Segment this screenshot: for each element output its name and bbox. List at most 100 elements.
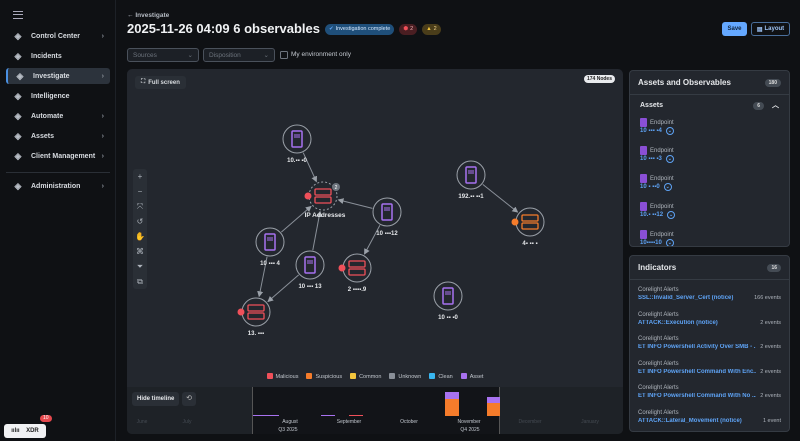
timeline-bar[interactable] (253, 415, 279, 416)
pan-hand-icon[interactable]: ✋ (135, 232, 145, 241)
undo-icon[interactable]: ↺ (136, 217, 144, 226)
sidebar-item-label: Client Management (31, 152, 96, 160)
indicator-event-count: 2 events (760, 393, 781, 399)
hide-timeline-button[interactable]: Hide timeline (132, 392, 180, 406)
legend-swatch (389, 373, 396, 379)
chevron-down-icon[interactable]: ⌄ (663, 183, 672, 191)
legend-item: Common (350, 373, 381, 380)
malicious-count: 2 (410, 26, 414, 32)
malicious-observable-node[interactable]: 2 ▪▪▪▪.9 (338, 253, 372, 293)
back-label: Investigate (135, 12, 170, 19)
zoom-in-icon[interactable]: + (137, 172, 143, 181)
timeline-bar[interactable] (487, 397, 500, 416)
indicator-name[interactable]: ET INFO Powershell Activity Over SMB - .… (638, 344, 757, 350)
quarter-label-q3: Q3 2025 (278, 427, 298, 433)
suspicious-observable-node[interactable]: 4▪ ▪▪ ▪ (511, 207, 545, 247)
indicator-name[interactable]: ET INFO Powershell Command With No ... (638, 393, 757, 399)
indicator-name[interactable]: ATTACK::Execution (notice) (638, 319, 718, 326)
chevron-down-icon[interactable]: ⌄ (665, 155, 674, 163)
sidebar-item-control-center[interactable]: ◈Control Center› (6, 28, 110, 44)
investigate-icon: ◈ (16, 71, 24, 81)
asset-node[interactable]: 192.▪▪ ▪▪1 (456, 160, 486, 200)
automate-icon: ◈ (14, 111, 22, 121)
sources-select[interactable]: Sources⌄ (127, 48, 199, 62)
graph-edge (302, 152, 318, 183)
endpoint-icon (640, 174, 647, 183)
chevron-up-icon[interactable]: ︿ (772, 102, 779, 109)
sidebar-item-label: Investigate (33, 72, 70, 80)
sidebar-item-investigate[interactable]: ◈ Investigate › (6, 68, 110, 84)
asset-node[interactable]: 10 ▪▪▪ 13 (295, 250, 325, 290)
sidebar-item-assets[interactable]: ◈Assets› (6, 128, 110, 144)
layout-button[interactable]: ▤Layout (751, 22, 790, 36)
skull-icon (338, 264, 346, 272)
indicator-name[interactable]: SSL::Invalid_Server_Cert (notice) (638, 295, 734, 301)
asset-node[interactable]: 10.▪▪ ▪0 (282, 124, 312, 164)
warning-count: 2 (433, 26, 437, 32)
asset-value[interactable]: 10▪▪▪▪10 (640, 240, 662, 246)
chevron-right-icon: › (101, 72, 104, 80)
lasso-icon[interactable]: ⧉ (137, 277, 143, 286)
indicator-source: Corelight Alerts (638, 287, 679, 293)
sidebar-item-incidents[interactable]: ◈Incidents (6, 48, 110, 64)
timeline-bar[interactable] (445, 392, 459, 416)
save-button[interactable]: Save (722, 22, 747, 36)
chevron-right-icon: › (101, 182, 104, 190)
chevron-down-icon[interactable]: ⌄ (667, 211, 676, 219)
graph-canvas[interactable]: 10.▪▪ ▪0 10 ▪▪▪12 10 ▪▪▪ 4 10 ▪▪▪ 13 2 ▪▪▪▪.… (127, 69, 623, 369)
full-screen-label: Full screen (148, 79, 180, 86)
full-screen-button[interactable]: ⛶Full screen (135, 76, 186, 89)
timeline-bar[interactable] (321, 415, 335, 416)
graph-edge (364, 224, 381, 255)
asset-node[interactable]: 10 ▪▪▪12 (372, 197, 402, 237)
asset-node[interactable]: 10 ▪▪▪ 4 (255, 227, 285, 267)
back-link[interactable]: ← Investigate (127, 12, 170, 19)
sidebar-item-intelligence[interactable]: ◈Intelligence (6, 88, 110, 104)
count-badge: 16 (767, 263, 781, 272)
indicator-name[interactable]: ATTACK::Lateral_Movement (notice) (638, 417, 742, 424)
malicious-observable-node[interactable] (304, 181, 338, 211)
asset-value[interactable]: 10 ▪▪▪ ▪3 (640, 156, 662, 162)
fit-icon[interactable]: ⤧ (136, 202, 144, 211)
investigation-graph[interactable]: 10.▪▪ ▪0 10 ▪▪▪12 10 ▪▪▪ 4 10 ▪▪▪ 13 2 ▪▪▪▪.… (127, 69, 623, 434)
sidebar-item-administration[interactable]: ◈Administration› (6, 178, 110, 194)
chevron-down-icon[interactable]: ⌄ (665, 127, 674, 135)
asset-value[interactable]: 10.▪ ▪▪12 (640, 212, 664, 218)
filter-icon[interactable]: ⏷ (136, 262, 144, 271)
indicator-item[interactable]: Corelight Alerts ET INFO Powershell Activ… (630, 333, 789, 358)
sidebar-item-client-management[interactable]: ◈Client Management› (6, 148, 110, 164)
cisco-logo-icon: ıılıı (11, 428, 20, 434)
indicator-name[interactable]: ET INFO Powershell Command With Enc... (638, 368, 757, 375)
asset-node[interactable]: 10 ▪▪ ▪0 (433, 281, 463, 321)
timeline-bar[interactable] (349, 415, 363, 416)
malicious-observable-node[interactable]: 13. ▪▪▪ (237, 297, 271, 337)
my-environment-checkbox[interactable] (280, 51, 288, 59)
endpoint-icon (381, 203, 393, 221)
layout-graph-icon[interactable]: ⌘ (136, 247, 144, 256)
zoom-out-icon[interactable]: − (137, 187, 143, 196)
chevron-down-icon[interactable]: ⌄ (665, 239, 674, 246)
disposition-select[interactable]: Disposition⌄ (203, 48, 275, 62)
indicator-source: Corelight Alerts (638, 336, 679, 342)
sidebar-item-label: Control Center (31, 32, 80, 40)
assets-section-header[interactable]: Assets 6 ︿ (630, 95, 789, 115)
asset-value[interactable]: 10 ▪▪▪ ▪4 (640, 128, 662, 134)
asset-value[interactable]: 10 ▪ ▪▪0 (640, 184, 660, 190)
sidebar-item-label: Administration (31, 182, 81, 190)
hamburger-menu-icon[interactable] (13, 11, 23, 19)
reset-timeline-icon[interactable]: ⟲ (182, 392, 196, 406)
sidebar-item-automate[interactable]: ◈Automate› (6, 108, 110, 124)
